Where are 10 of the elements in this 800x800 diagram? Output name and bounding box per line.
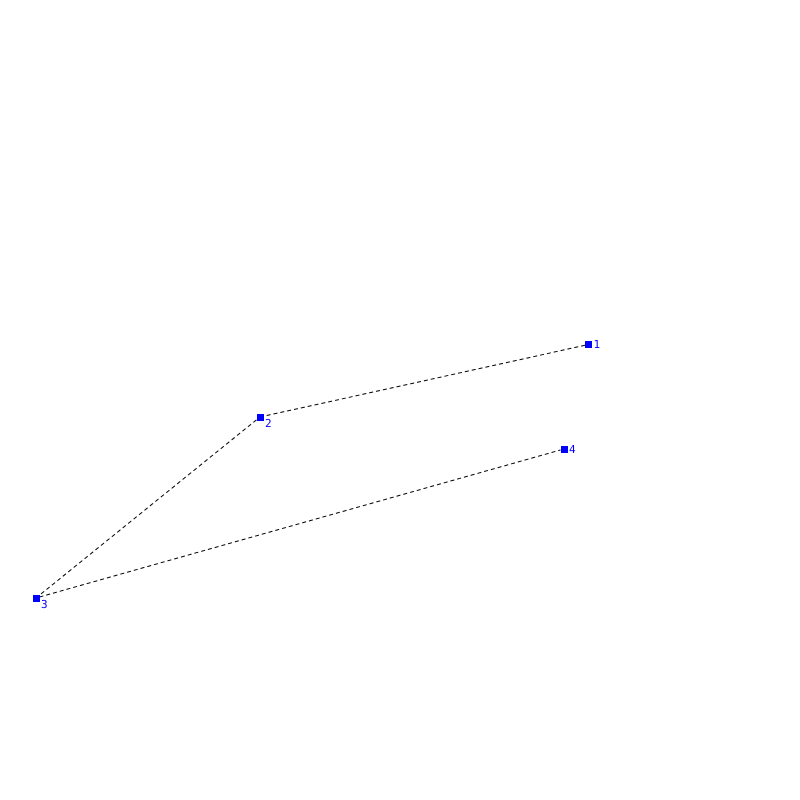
point-number: 3 — [41, 598, 48, 610]
point-number: 4 — [569, 444, 576, 454]
dashed-line — [39, 419, 257, 596]
point-marker — [560, 446, 568, 452]
point-number: 2 — [265, 418, 272, 428]
point-marker — [32, 594, 40, 602]
dashed-line — [39, 450, 561, 598]
point-number: 1 — [594, 339, 600, 350]
point-marker — [585, 341, 592, 348]
point-marker — [256, 414, 264, 420]
